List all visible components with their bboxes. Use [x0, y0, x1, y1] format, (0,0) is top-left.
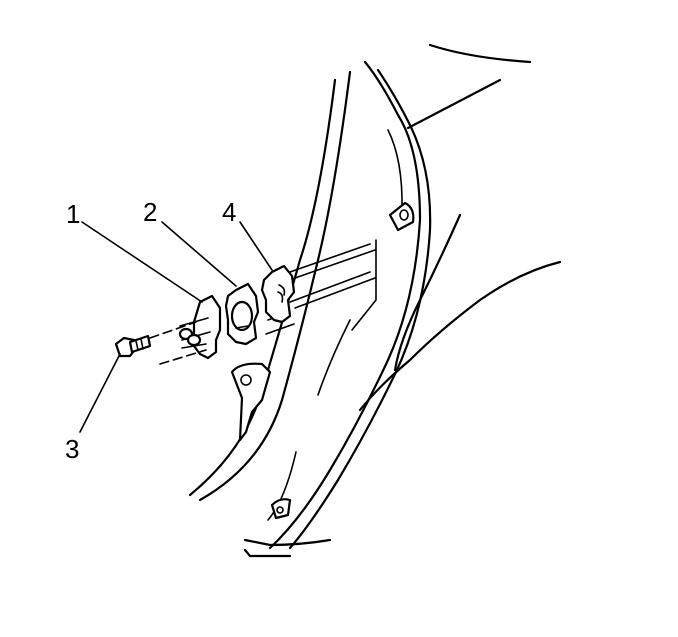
- pillar-bracket: [388, 201, 415, 232]
- bolt-alignment: [149, 321, 207, 365]
- lower-hinge-bracket: [230, 362, 272, 442]
- part-1-plate: [178, 294, 222, 360]
- callout-4: 4: [222, 197, 236, 227]
- part-2-plate: [224, 282, 260, 346]
- bottom-stud: [270, 498, 292, 520]
- callout-3: 3: [65, 434, 79, 464]
- leader-lines: [79, 221, 273, 433]
- part-3-bolt: [114, 334, 152, 358]
- part-4-plate: [260, 264, 296, 324]
- callout-1: 1: [66, 199, 80, 229]
- callout-2: 2: [143, 197, 157, 227]
- vehicle-body-outline: [188, 43, 562, 558]
